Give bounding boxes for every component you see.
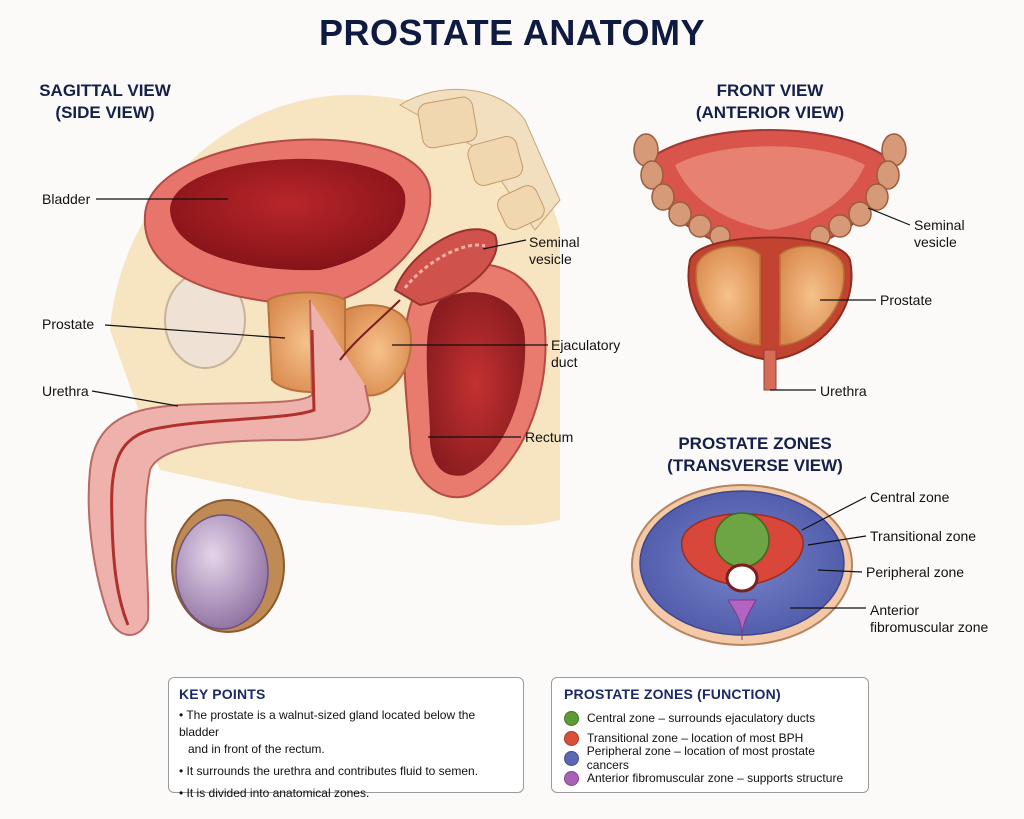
zone-function-central: Central zone – surrounds ejaculatory duc…: [564, 708, 856, 728]
front-view-illustration: [634, 130, 906, 390]
label-ejac-line2: duct: [551, 354, 620, 371]
zone-functions-box: PROSTATE ZONES (FUNCTION) Central zone –…: [551, 677, 869, 793]
key-points-box: KEY POINTS • The prostate is a walnut-si…: [168, 677, 524, 793]
key-points-heading: KEY POINTS: [179, 686, 513, 702]
label-seminal-vesicle: Seminal vesicle: [529, 234, 580, 268]
label-bladder: Bladder: [42, 191, 90, 208]
label-ejac-line1: Ejaculatory: [551, 337, 620, 354]
key-point-1: • The prostate is a walnut-sized gland l…: [179, 707, 513, 741]
zone-function-peripheral: Peripheral zone – location of most prost…: [564, 748, 856, 768]
front-label-seminal-line2: vesicle: [914, 234, 965, 251]
zones-title-line1: PROSTATE ZONES: [660, 433, 850, 455]
label-ejaculatory-duct: Ejaculatory duct: [551, 337, 620, 371]
sagittal-title-line1: SAGITTAL VIEW: [30, 80, 180, 102]
key-point-1-cont: and in front of the rectum.: [179, 741, 513, 758]
sagittal-title-line2: (SIDE VIEW): [30, 102, 180, 124]
zone-functions-heading: PROSTATE ZONES (FUNCTION): [564, 686, 856, 702]
front-label-urethra: Urethra: [820, 383, 867, 400]
zone-function-anterior-text: Anterior fibromuscular zone – supports s…: [587, 771, 843, 785]
zone-function-peripheral-text: Peripheral zone – location of most prost…: [587, 744, 856, 772]
zone-label-peripheral: Peripheral zone: [866, 564, 964, 581]
label-prostate: Prostate: [42, 316, 94, 333]
zones-title-line2: (TRANSVERSE VIEW): [660, 455, 850, 477]
zone-functions-list: Central zone – surrounds ejaculatory duc…: [564, 708, 856, 788]
zone-function-transitional-text: Transitional zone – location of most BPH: [587, 731, 803, 745]
sagittal-illustration: [89, 89, 560, 635]
sagittal-title: SAGITTAL VIEW (SIDE VIEW): [30, 80, 180, 124]
label-rectum: Rectum: [525, 429, 573, 446]
zones-title: PROSTATE ZONES (TRANSVERSE VIEW): [660, 433, 850, 477]
key-point-2: • It surrounds the urethra and contribut…: [179, 763, 513, 780]
label-seminal-line2: vesicle: [529, 251, 580, 268]
zone-label-anterior-line2: fibromuscular zone: [870, 619, 988, 636]
front-label-seminal-line1: Seminal: [914, 217, 965, 234]
front-view-title-line1: FRONT VIEW: [680, 80, 860, 102]
label-seminal-line1: Seminal: [529, 234, 580, 251]
peripheral-zone-dot-icon: [564, 751, 579, 766]
zone-function-anterior: Anterior fibromuscular zone – supports s…: [564, 768, 856, 788]
central-zone-dot-icon: [564, 711, 579, 726]
front-view-title: FRONT VIEW (ANTERIOR VIEW): [680, 80, 860, 124]
transitional-zone-dot-icon: [564, 731, 579, 746]
front-view-title-line2: (ANTERIOR VIEW): [680, 102, 860, 124]
zone-function-central-text: Central zone – surrounds ejaculatory duc…: [587, 711, 815, 725]
anterior-zone-dot-icon: [564, 771, 579, 786]
zone-label-anterior-fibromuscular: Anterior fibromuscular zone: [870, 602, 988, 636]
zones-illustration: [632, 485, 852, 645]
zone-label-transitional: Transitional zone: [870, 528, 976, 545]
zone-label-central: Central zone: [870, 489, 949, 506]
front-label-seminal-vesicle: Seminal vesicle: [914, 217, 965, 251]
zone-label-anterior-line1: Anterior: [870, 602, 988, 619]
key-point-3: • It is divided into anatomical zones.: [179, 785, 513, 802]
label-urethra: Urethra: [42, 383, 89, 400]
front-label-prostate: Prostate: [880, 292, 932, 309]
